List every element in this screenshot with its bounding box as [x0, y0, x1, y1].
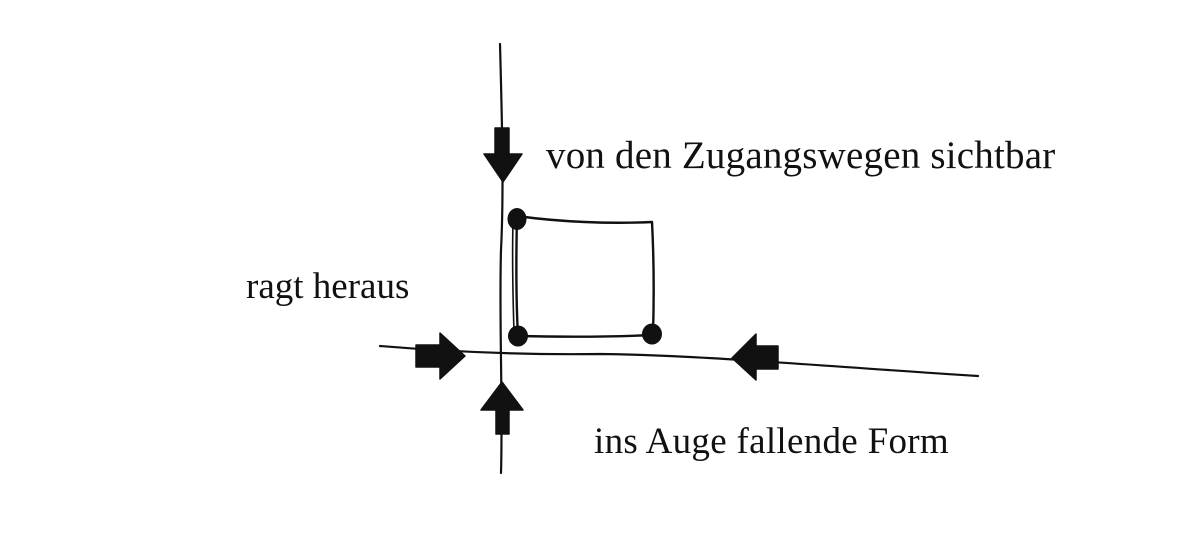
up-arrow: [480, 381, 524, 435]
square-form: [515, 214, 655, 338]
corner-dot-bottom-left: [508, 325, 528, 347]
label-visible-from-access-paths: von den Zugangswegen sichtbar: [546, 134, 1056, 177]
square-left-edge-double: [511, 221, 515, 333]
down-arrow: [483, 127, 523, 183]
label-protrudes: ragt heraus: [246, 266, 410, 307]
left-arrow: [731, 333, 779, 381]
corner-dot-top-left: [507, 208, 527, 230]
horizontal-path-line: [378, 344, 980, 378]
corner-dot-bottom-right: [642, 323, 662, 345]
label-eye-catching-form: ins Auge fallende Form: [594, 421, 949, 462]
right-arrow: [415, 332, 466, 380]
